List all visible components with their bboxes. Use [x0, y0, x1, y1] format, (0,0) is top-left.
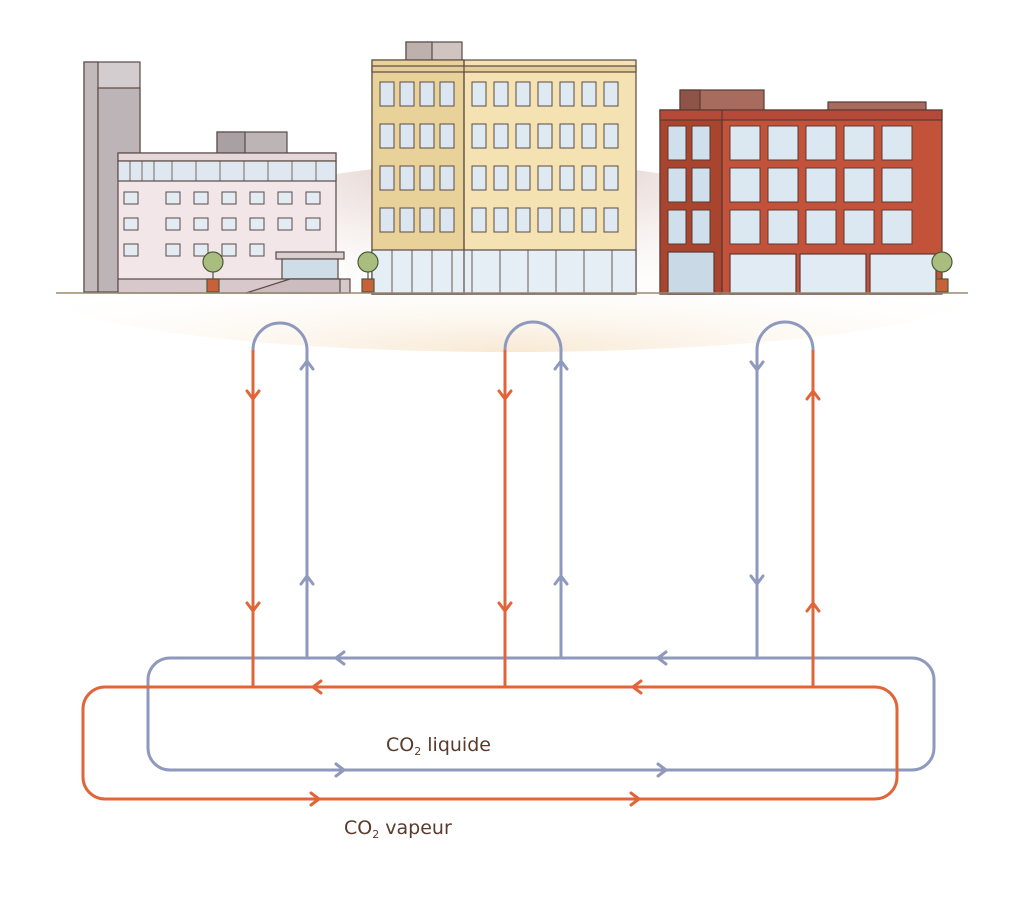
building-center-beige — [371, 41, 637, 295]
liquid-riser-3 — [755, 320, 815, 658]
liquid-loop — [146, 320, 936, 772]
label-rest: liquide — [421, 734, 491, 756]
arrow-down — [497, 601, 513, 613]
label-main: CO — [386, 734, 415, 756]
liquid-riser-2 — [503, 320, 563, 658]
arrow-down — [749, 574, 765, 586]
arrow-up — [299, 359, 315, 371]
arrow-down — [245, 389, 261, 401]
label-main: CO — [344, 817, 373, 839]
label-subscript: 2 — [372, 828, 380, 841]
arrow-right — [309, 791, 321, 807]
arrow-up — [805, 601, 821, 613]
vapour-arrows — [245, 389, 821, 807]
building-left-grey — [83, 61, 351, 294]
co2-liquid-label: CO2 liquide — [386, 734, 491, 758]
arrow-down — [245, 601, 261, 613]
arrow-up — [553, 359, 569, 371]
arrow-left — [656, 650, 668, 666]
arrow-left — [334, 650, 346, 666]
arrow-up — [299, 574, 315, 586]
liquid-riser-1 — [251, 321, 309, 658]
arrow-down — [497, 389, 513, 401]
arrow-up — [805, 389, 821, 401]
tree-right — [931, 251, 953, 293]
tree-left — [202, 251, 224, 293]
arrow-left — [631, 679, 643, 695]
tree-center — [357, 251, 379, 293]
liquid-arrows — [299, 359, 765, 778]
arrow-right — [629, 791, 641, 807]
label-rest: vapeur — [379, 817, 452, 839]
vapour-loop — [81, 350, 899, 801]
vapour-ring — [81, 685, 899, 801]
building-right-brick — [659, 89, 943, 295]
co2-vapour-label: CO2 vapeur — [344, 817, 452, 841]
label-subscript: 2 — [414, 745, 422, 758]
arrow-left — [311, 679, 323, 695]
arrow-right — [656, 762, 668, 778]
arrow-right — [334, 762, 346, 778]
arrow-up — [553, 574, 569, 586]
arrow-down — [749, 360, 765, 372]
liquid-ring — [146, 656, 936, 772]
